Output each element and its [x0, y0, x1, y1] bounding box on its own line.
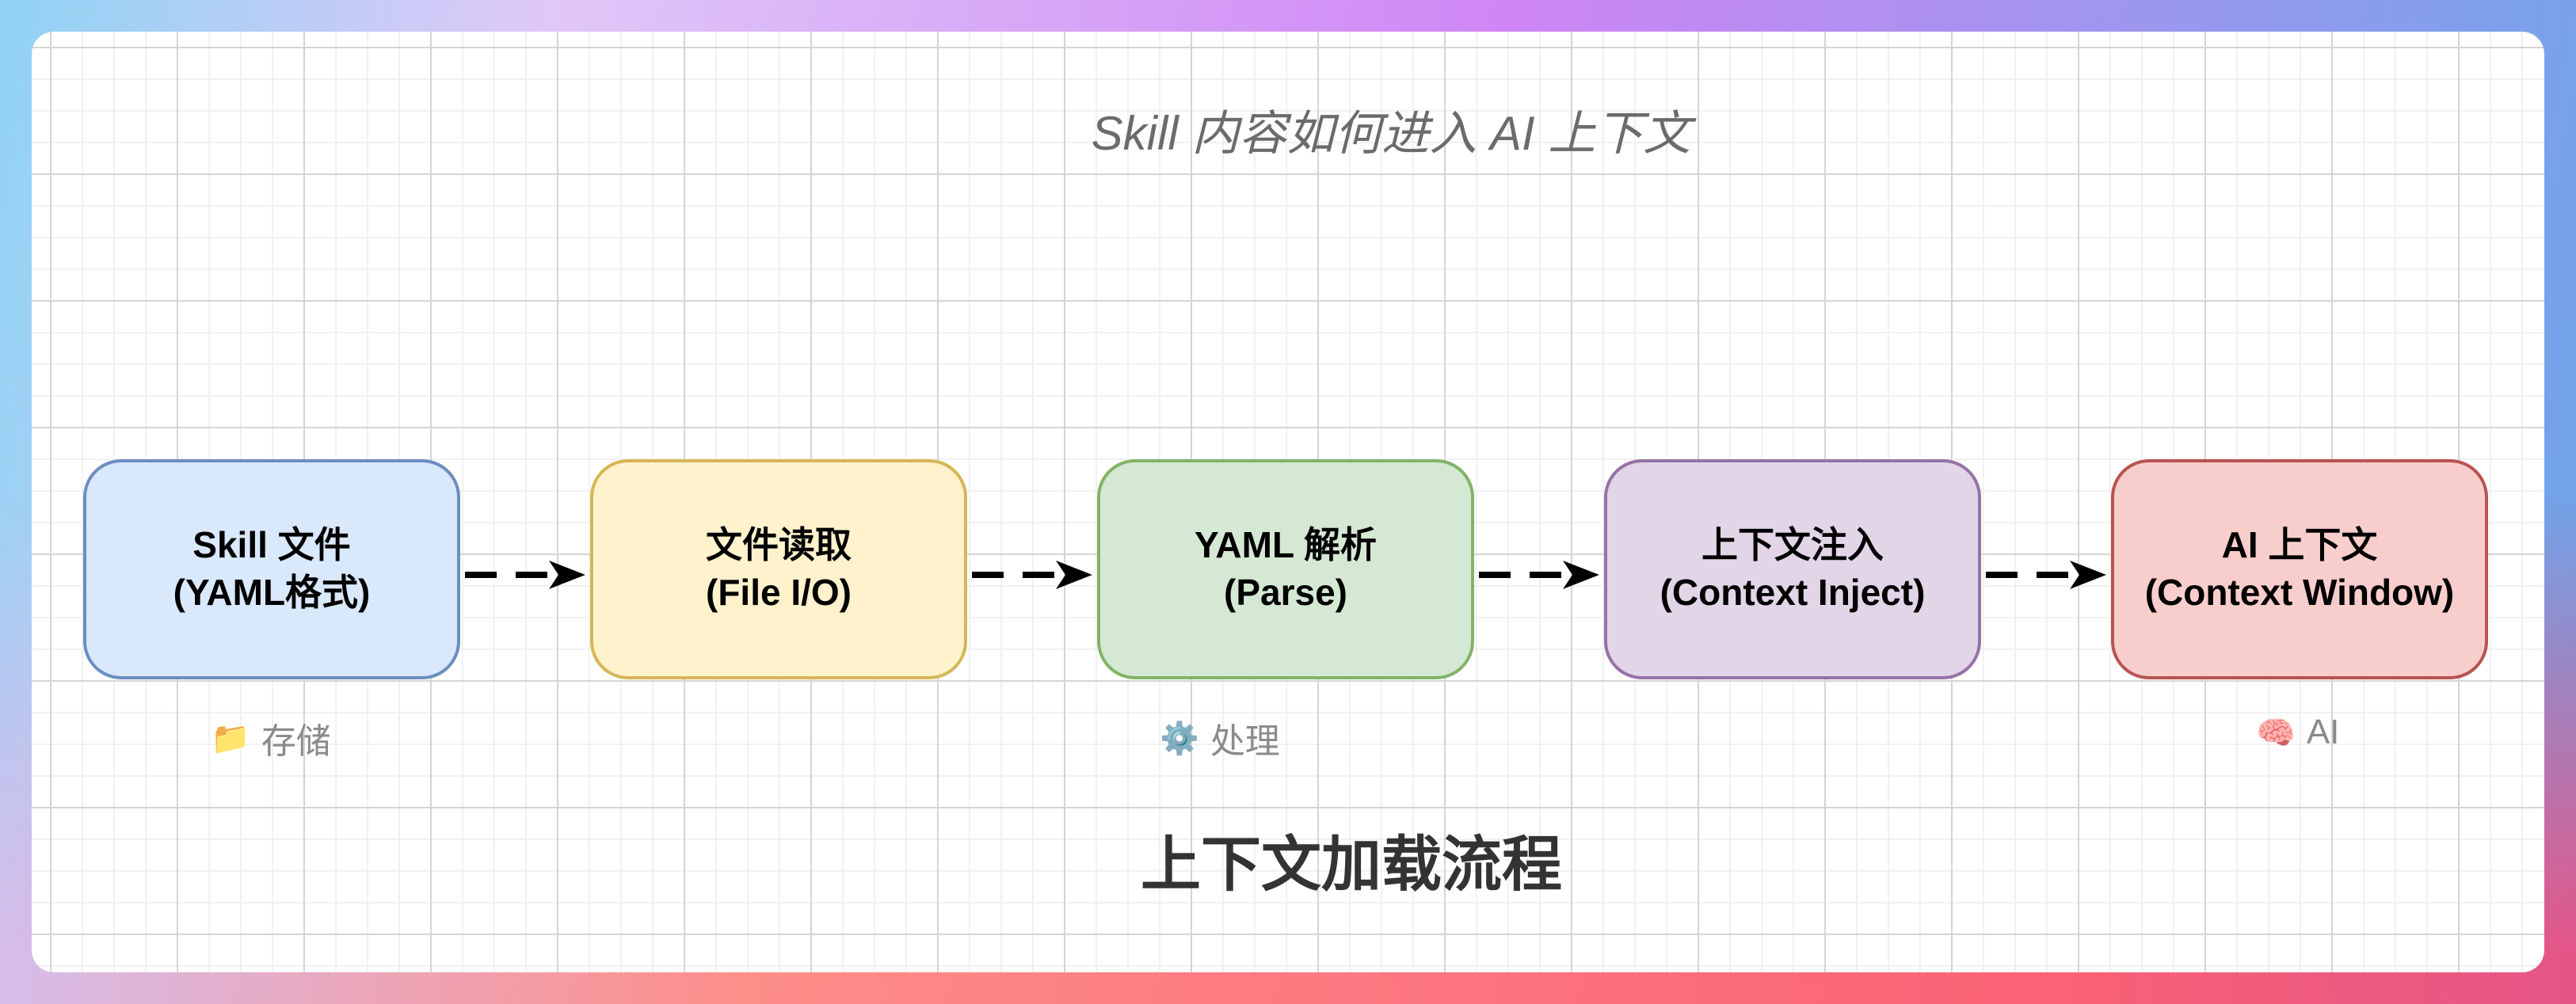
diagram-canvas: Skill 内容如何进入 AI 上下文 Skill 文件 (YAML格式) 文件… [32, 32, 2544, 972]
node-label-primary: YAML 解析 [1194, 524, 1378, 566]
node-yaml-parse[interactable]: YAML 解析 (Parse) [1097, 459, 1474, 679]
node-label-secondary: (File I/O) [706, 572, 852, 613]
sublabel-text: AI [2306, 713, 2340, 751]
brain-icon: 🧠 [2256, 715, 2296, 751]
node-label-primary: AI 上下文 [2221, 524, 2378, 566]
node-label-primary: 上下文注入 [1701, 524, 1884, 566]
sublabel-storage: 📁 存储 [211, 713, 331, 763]
node-label-secondary: (Context Window) [2144, 572, 2455, 613]
diagram-title: Skill 内容如何进入 AI 上下文 [1091, 107, 1691, 160]
edge-arrow-4 [1986, 561, 2106, 589]
sublabel-ai: 🧠 AI [2256, 713, 2339, 752]
edge-arrow-1 [465, 561, 585, 589]
gear-icon: ⚙️ [1160, 721, 1199, 756]
sublabel-text: 存储 [261, 722, 331, 761]
node-label-secondary: (Context Inject) [1660, 572, 1926, 613]
node-ai-context[interactable]: AI 上下文 (Context Window) [2111, 459, 2488, 679]
arrowhead-icon [1056, 561, 1092, 589]
node-label-secondary: (Parse) [1224, 572, 1347, 613]
flow-title: 上下文加载流程 [1141, 831, 1562, 899]
arrowhead-icon [2070, 561, 2106, 589]
node-skill-file[interactable]: Skill 文件 (YAML格式) [83, 459, 460, 679]
edge-arrow-3 [1479, 561, 1599, 589]
node-label-primary: Skill 文件 [192, 524, 351, 566]
folder-icon: 📁 [211, 721, 250, 756]
node-context-inject[interactable]: 上下文注入 (Context Inject) [1604, 459, 1981, 679]
sublabel-processing: ⚙️ 处理 [1160, 713, 1280, 763]
edge-arrow-2 [972, 561, 1092, 589]
arrowhead-icon [1563, 561, 1599, 589]
arrowhead-icon [549, 561, 585, 589]
sublabel-text: 处理 [1210, 722, 1280, 761]
node-label-primary: 文件读取 [706, 524, 852, 566]
node-file-read[interactable]: 文件读取 (File I/O) [590, 459, 967, 679]
node-label-secondary: (YAML格式) [173, 572, 371, 613]
